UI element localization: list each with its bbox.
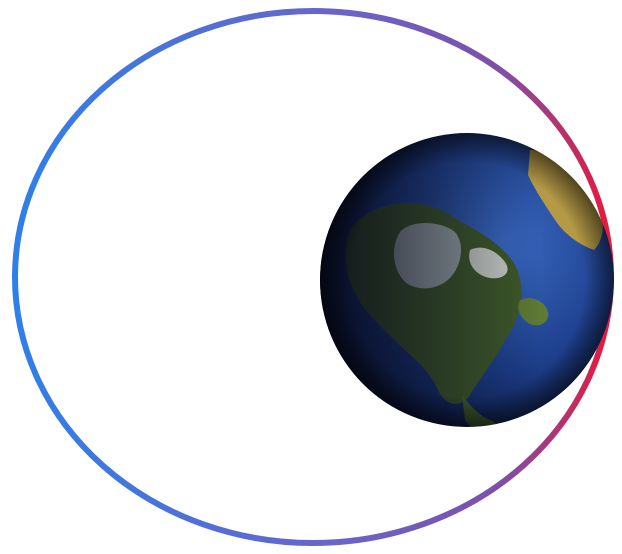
earth-limb xyxy=(320,133,614,427)
earth-globe xyxy=(320,133,614,438)
